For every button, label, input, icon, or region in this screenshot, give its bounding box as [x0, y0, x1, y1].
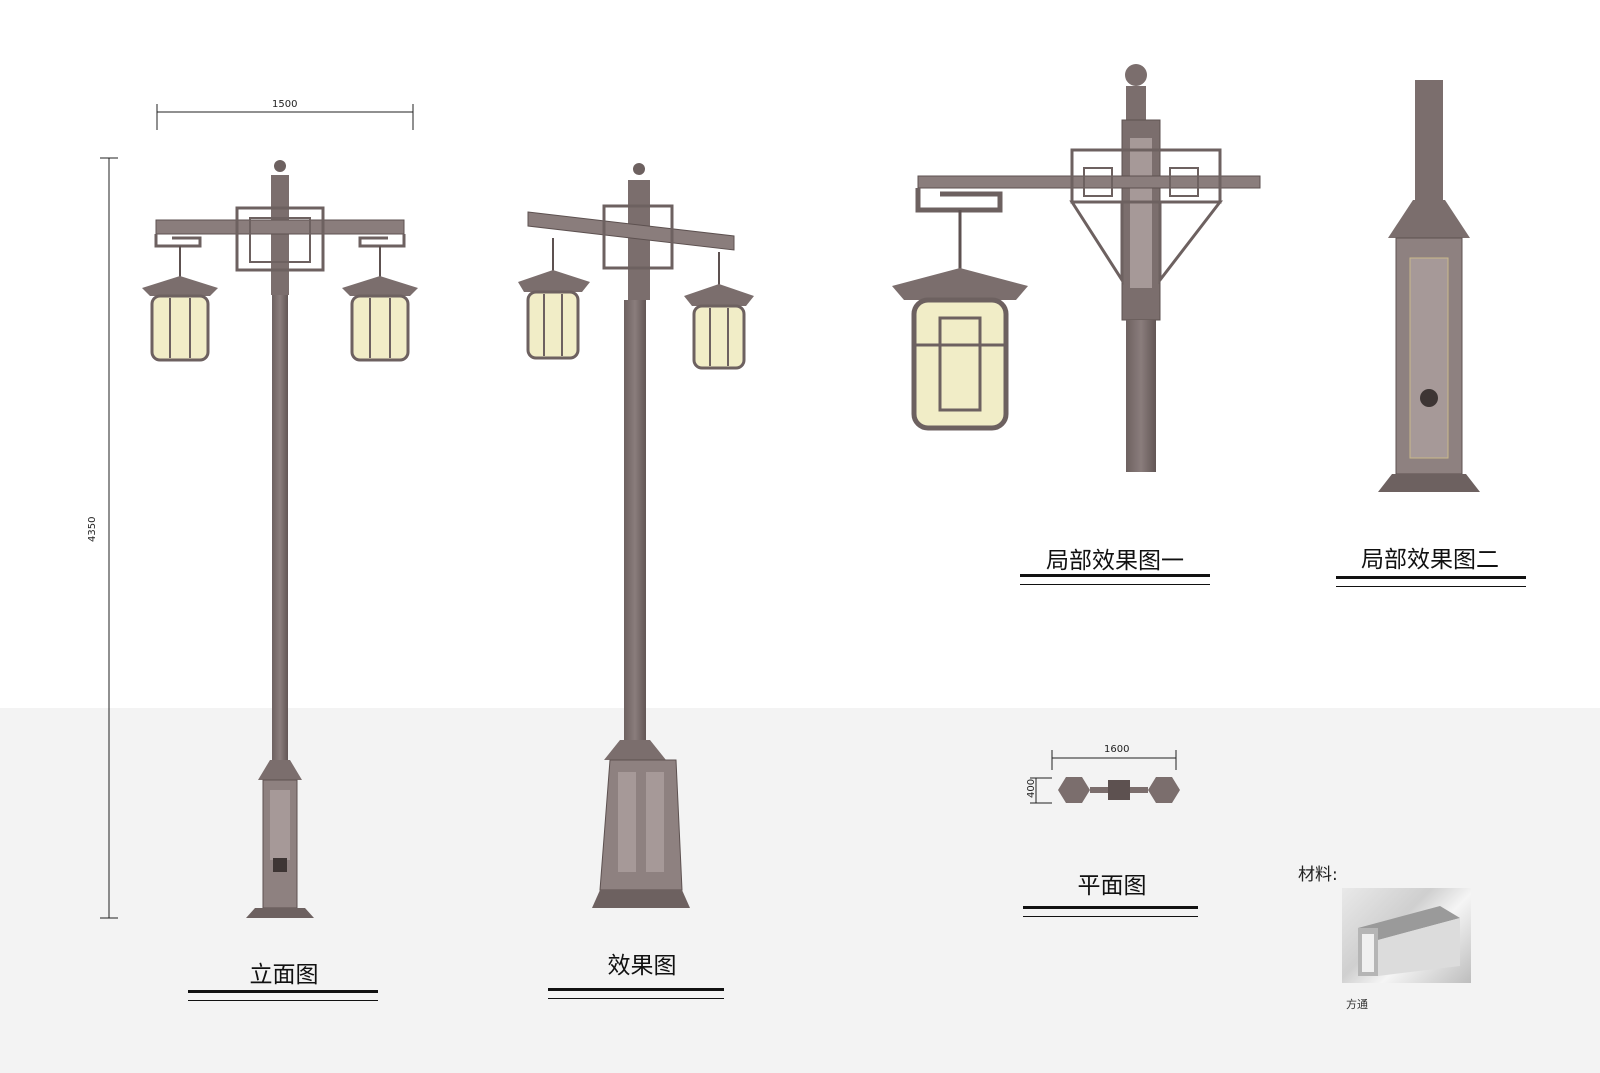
height-dimension-label: 4350: [87, 517, 98, 542]
width-dimension-label: 1500: [272, 99, 297, 110]
plan-drawing: [1058, 777, 1180, 803]
elevation-lantern-left: [142, 246, 218, 362]
caption-detail-one-underline: [1020, 574, 1210, 585]
caption-plan: 平面图: [1077, 873, 1147, 899]
material-photo: [1342, 888, 1471, 983]
caption-detail-two: 局部效果图二: [1361, 547, 1499, 573]
effect-lantern-left: [518, 238, 590, 360]
plan-dimension: [1030, 750, 1177, 804]
caption-elevation-underline: [188, 990, 378, 1001]
caption-elevation: 立面图: [249, 962, 319, 988]
effect-lamp: [527, 163, 735, 908]
caption-detail-one: 局部效果图一: [1046, 548, 1184, 574]
detail-two-drawing: [1378, 80, 1480, 492]
detail-one-drawing: [892, 64, 1261, 472]
material-name: 方通: [1346, 998, 1368, 1011]
caption-detail-two-underline: [1336, 576, 1526, 587]
caption-effect: 效果图: [607, 953, 677, 979]
plan-depth-label: 400: [1026, 779, 1037, 798]
materials-title: 材料:: [1298, 865, 1338, 885]
material-photo-graphic: [1358, 906, 1460, 976]
elevation-lamp: [154, 160, 406, 918]
caption-effect-underline: [548, 988, 724, 999]
elevation-lantern-right: [342, 246, 418, 362]
height-dimension: [100, 157, 118, 919]
plan-width-label: 1600: [1104, 744, 1129, 755]
caption-plan-underline: [1023, 906, 1198, 917]
width-dimension: [156, 104, 414, 130]
effect-lantern-right: [684, 252, 754, 370]
